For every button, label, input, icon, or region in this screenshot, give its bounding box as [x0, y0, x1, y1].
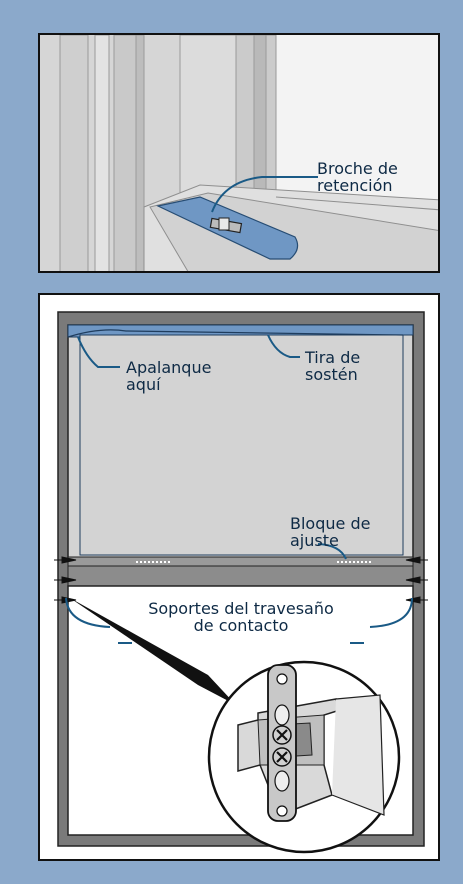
label-meeting-rail-supports: Soportes del travesaño de contacto — [148, 599, 334, 635]
window-sill-drawing — [40, 35, 438, 271]
label-setting-block: Bloque de ajuste — [290, 514, 371, 550]
window-sash-illustration: Apalanque aquí Tira de sostén Bloque de … — [38, 293, 440, 861]
screw-icon — [272, 747, 292, 767]
meeting-rail-bracket-icon — [237, 664, 385, 822]
label-pry-here: Apalanque aquí — [126, 358, 212, 394]
window-sash-drawing — [54, 311, 428, 854]
screw-icon — [272, 725, 292, 745]
label-holding-strip: Tira de sostén — [305, 348, 361, 384]
label-retainer-clip: Broche de retención — [317, 159, 398, 195]
retainer-clip-illustration: Broche de retención — [38, 33, 440, 273]
